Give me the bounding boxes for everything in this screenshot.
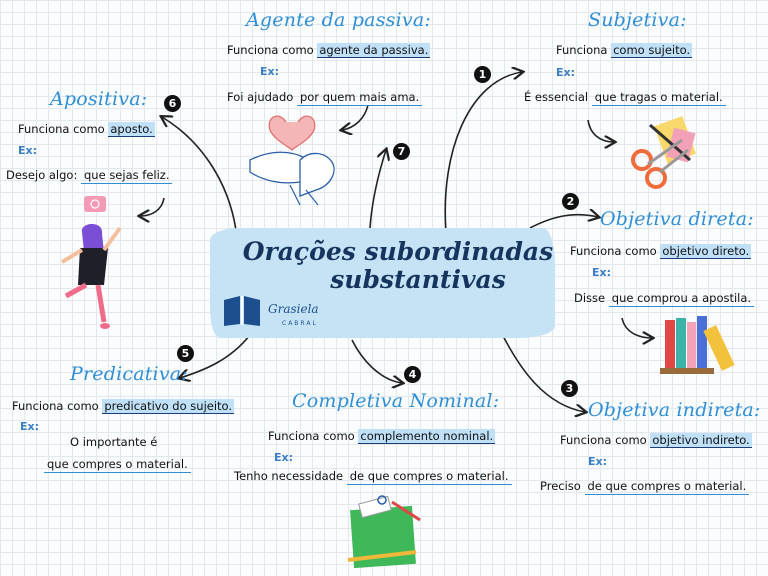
objetiva-direta-example-clause: que comprou a apostila. [609, 291, 754, 307]
objetiva-indireta-example-clause: de que compres o material. [585, 479, 750, 495]
agente-example-clause: por quem mais ama. [297, 90, 422, 106]
apositiva-definition: Funciona como aposto. [18, 122, 155, 136]
agente-term: agente da passiva. [317, 43, 430, 58]
hands-heart-illustration [250, 116, 334, 205]
objetiva-indireta-term: objetivo indireto. [650, 433, 751, 448]
center-title-line2: substantivas [238, 266, 558, 294]
subjetiva-definition: Funciona como sujeito. [556, 43, 692, 57]
subjetiva-example-clause: que tragas o material. [592, 90, 726, 106]
subjetiva-ex-label: Ex: [556, 66, 575, 79]
subjetiva-example: É essencial que tragas o material. [524, 90, 726, 104]
completiva-example-clause: de que compres o material. [347, 469, 512, 485]
predicativa-term: predicativo do sujeito. [102, 399, 234, 414]
completiva-title: Completiva Nominal: [292, 390, 499, 412]
scissors-illustration [633, 116, 696, 187]
objetiva-indireta-ex-label: Ex: [588, 455, 607, 468]
girl-illustration [62, 196, 120, 329]
subjetiva-title: Subjetiva: [588, 9, 687, 31]
badge-2: 2 [562, 193, 579, 210]
badge-1: 1 [474, 66, 491, 83]
arrow-small-objetiva [622, 318, 652, 338]
badge-5: 5 [177, 345, 194, 362]
badge-6: 6 [164, 95, 181, 112]
center-title: Orações subordinadas substantivas [238, 238, 558, 294]
arrow-small-apositiva [140, 198, 164, 216]
apositiva-example-clause: que sejas feliz. [81, 168, 172, 184]
arrow-completiva [352, 340, 402, 383]
objetiva-direta-example: Disse que comprou a apostila. [574, 291, 754, 305]
objetiva-indireta-example: Preciso de que compres o material. [540, 479, 749, 493]
predicativa-ex-label: Ex: [20, 420, 39, 433]
apositiva-term: aposto. [108, 122, 154, 137]
subjetiva-term: como sujeito. [611, 43, 692, 58]
book-logo-icon [220, 292, 268, 328]
predicativa-example-text: O importante é [70, 435, 157, 449]
objetiva-indireta-definition: Funciona como objetivo indireto. [560, 433, 752, 447]
arrow-agente [370, 150, 386, 228]
badge-3: 3 [561, 380, 578, 397]
completiva-term: complemento nominal. [358, 429, 495, 444]
arrow-small-subjetiva [588, 120, 614, 142]
books-illustration [660, 316, 735, 374]
badge-4: 4 [404, 366, 421, 383]
objetiva-direta-definition: Funciona como objetivo direto. [570, 244, 751, 258]
arrow-subjetiva [445, 72, 522, 232]
logo-sub: CABRAL [282, 320, 318, 327]
arrow-objetiva-indireta [500, 330, 585, 412]
logo-name: Grasiela [268, 302, 319, 316]
completiva-definition: Funciona como complemento nominal. [268, 429, 495, 443]
completiva-ex-label: Ex: [274, 451, 293, 464]
apositiva-title: Apositiva: [50, 88, 147, 110]
arrow-apositiva [162, 117, 236, 230]
predicativa-example-clause: que compres o material. [44, 457, 191, 471]
supplies-illustration [348, 496, 420, 568]
objetiva-direta-ex-label: Ex: [592, 266, 611, 279]
center-title-line1: Orações subordinadas [238, 238, 558, 266]
arrow-objetiva-direta [530, 215, 598, 228]
arrow-small-agente [342, 105, 368, 130]
agente-definition: Funciona como agente da passiva. [227, 43, 430, 57]
apositiva-ex-label: Ex: [18, 144, 37, 157]
objetiva-direta-title: Objetiva direta: [600, 208, 754, 230]
badge-7: 7 [393, 143, 410, 160]
agente-title: Agente da passiva: [246, 9, 431, 31]
completiva-example: Tenho necessidade de que compres o mater… [234, 469, 512, 483]
apositiva-example: Desejo algo: que sejas feliz. [6, 168, 172, 182]
predicativa-definition: Funciona como predicativo do sujeito. [12, 399, 234, 413]
objetiva-indireta-title: Objetiva indireta: [588, 399, 761, 421]
agente-example: Foi ajudado por quem mais ama. [227, 90, 422, 104]
objetiva-direta-term: objetivo direto. [660, 244, 751, 259]
predicativa-title: Predicativa: [70, 363, 188, 385]
agente-ex-label: Ex: [260, 65, 279, 78]
